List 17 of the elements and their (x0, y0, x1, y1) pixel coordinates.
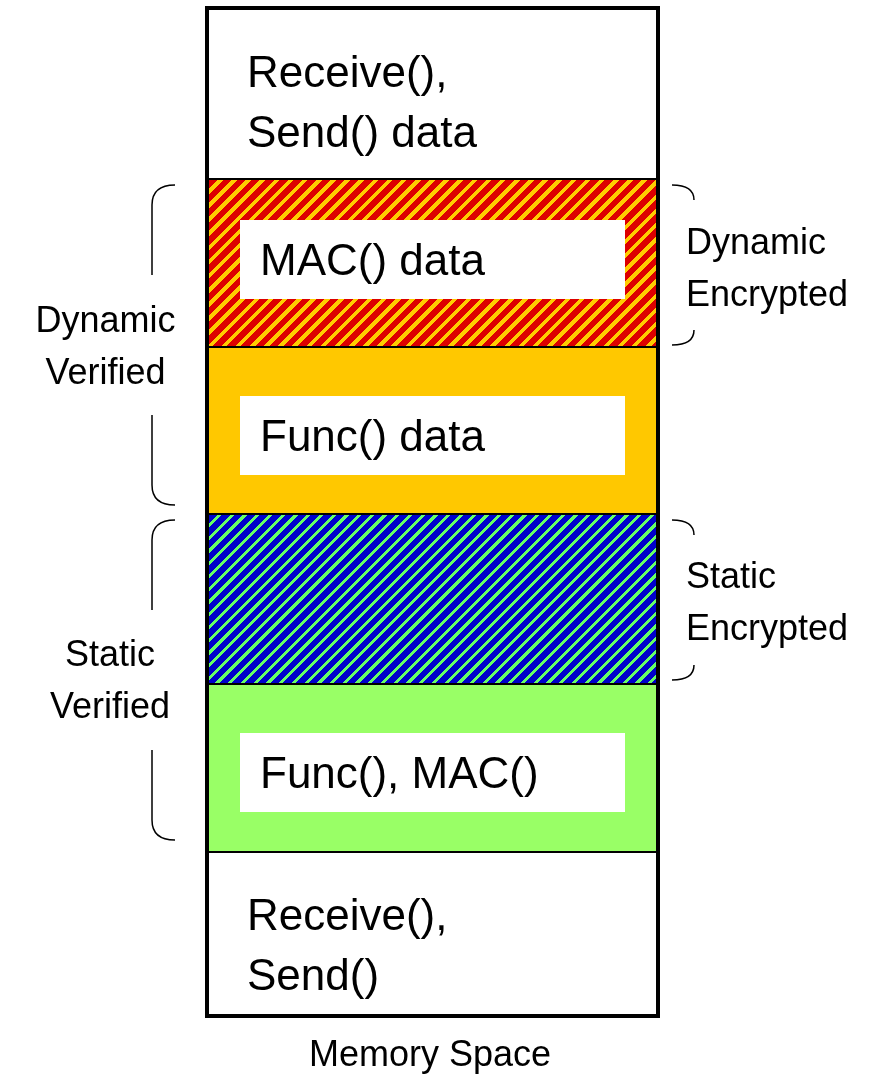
region-label: Dynamic Encrypted (686, 220, 850, 316)
data-label: Receive(), Send() (247, 889, 449, 1001)
caption: Memory Space (307, 1032, 553, 1076)
region-label: Dynamic Verified (34, 298, 177, 394)
memory-band (209, 685, 656, 853)
hatched-band (209, 515, 656, 685)
region-label: Static Encrypted (686, 554, 850, 650)
data-box (240, 396, 625, 475)
data-label: MAC() data (260, 233, 485, 286)
memory-band (209, 348, 656, 515)
data-label: Func() data (260, 409, 485, 462)
data-label: Func(), MAC() (260, 746, 539, 799)
hatched-band (209, 180, 656, 348)
region-label: Static Verified (48, 632, 172, 728)
data-label: Receive(), Send() data (247, 46, 478, 158)
data-box (240, 220, 625, 299)
data-box (240, 733, 625, 812)
